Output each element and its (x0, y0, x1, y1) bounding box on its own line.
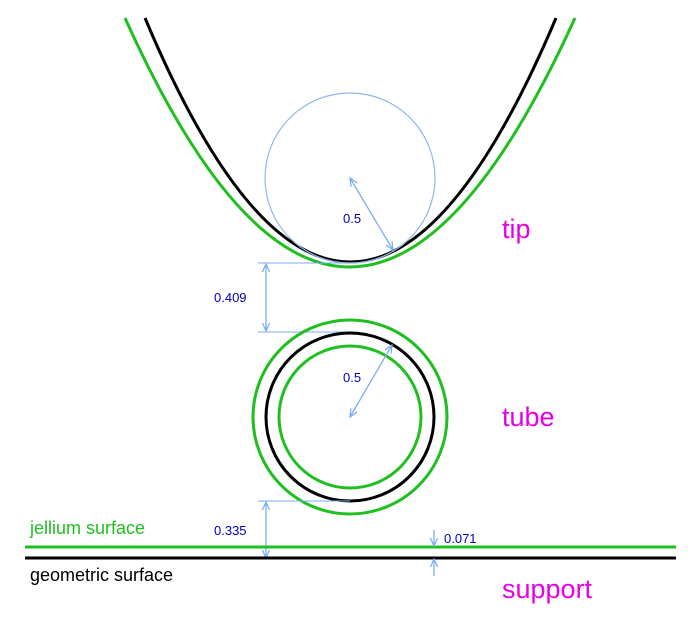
tip-jellium-curve (123, 17, 577, 269)
tip-radius-arrow (350, 178, 393, 250)
tip-geometric-curve (143, 17, 558, 264)
tube-radius-arrow (350, 345, 392, 417)
jellium-offset-label: 0.071 (444, 531, 477, 546)
tip-radius-circle (264, 92, 436, 264)
geometric-surface-label: geometric surface (30, 565, 173, 585)
tip-gap-label: 0.409 (214, 290, 247, 305)
support-label: support (502, 574, 593, 604)
tip-radius-label: 0.5 (343, 211, 361, 226)
tube-outer-jellium-circle (251, 318, 449, 516)
tube-radius-label: 0.5 (343, 370, 361, 385)
tip-label: tip (502, 214, 531, 244)
jellium-surface-label: jellium surface (29, 518, 145, 538)
tube-gap-label: 0.335 (214, 523, 247, 538)
tube-label: tube (502, 402, 555, 432)
